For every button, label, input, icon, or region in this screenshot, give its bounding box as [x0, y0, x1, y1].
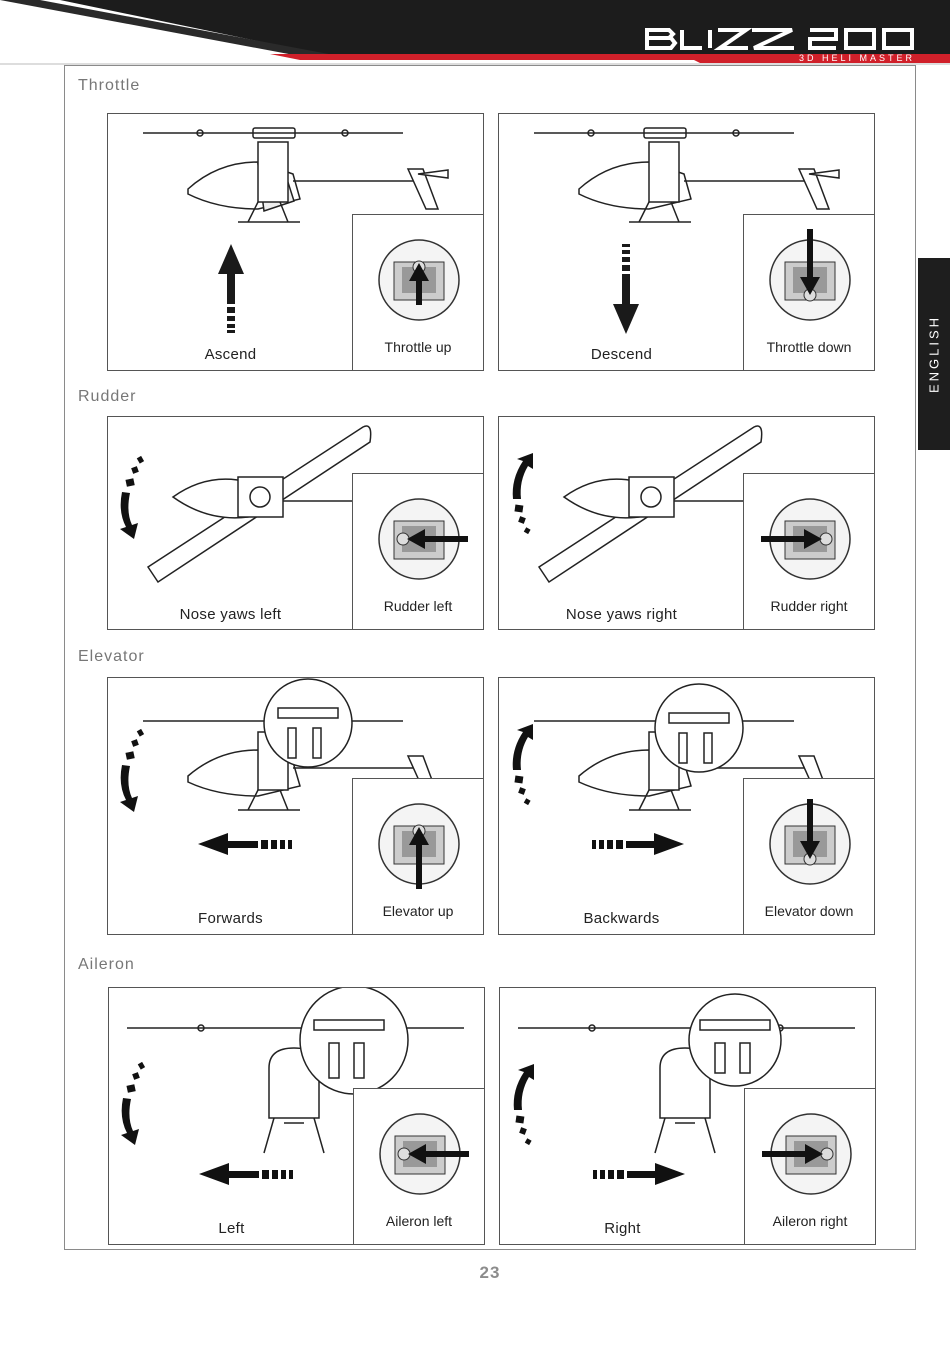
stick-inset: Elevator up — [352, 778, 483, 934]
maneuver-label: Ascend — [204, 346, 257, 363]
page-header: 3D HELI MASTER — [0, 0, 950, 66]
maneuver-label: Nose yaws right — [565, 606, 678, 623]
section-title-rudder: Rudder — [78, 388, 137, 405]
transmitter-stick-icon — [378, 239, 460, 321]
section-title-throttle: Throttle — [78, 77, 141, 94]
stick-inset: Rudder right — [743, 473, 874, 629]
stick-label: Rudder right — [770, 598, 848, 614]
arrow-up-icon — [218, 244, 244, 333]
aileron-left-panel: Left Aileron left — [108, 987, 485, 1245]
maneuver-label: Left — [218, 1220, 245, 1237]
brand-logo — [645, 28, 914, 50]
heli-side-view — [534, 127, 840, 223]
page-number: 23 — [479, 1263, 501, 1282]
rotate-left-arrow-icon — [120, 455, 145, 539]
language-tab: ENGLISH — [918, 258, 950, 450]
stick-label: Throttle down — [766, 339, 852, 355]
arrow-left-icon — [120, 728, 292, 855]
elevator-backwards-panel: Backwards Elevator down — [498, 677, 875, 935]
section-title-aileron: Aileron — [78, 956, 135, 973]
maneuver-label: Nose yaws left — [179, 606, 282, 623]
stick-label: Elevator down — [764, 903, 854, 919]
header-banner: 3D HELI MASTER — [0, 0, 950, 65]
stick-inset: Elevator down — [743, 778, 874, 934]
stick-inset: Throttle up — [352, 214, 483, 370]
arrow-left-icon — [121, 1061, 293, 1185]
stick-label: Throttle up — [384, 339, 452, 355]
arrow-right-icon — [513, 1064, 685, 1185]
throttle-ascend-panel: Ascend Throttle up — [107, 113, 484, 371]
transmitter-stick-icon — [378, 803, 460, 889]
maneuver-label: Right — [604, 1220, 641, 1237]
transmitter-stick-icon — [762, 1113, 852, 1195]
aileron-right-panel: Right Aileron right — [499, 987, 876, 1245]
arrow-down-icon — [613, 244, 639, 334]
stick-inset: Throttle down — [743, 214, 874, 370]
brand-tagline: 3D HELI MASTER — [799, 53, 915, 63]
content-frame — [64, 65, 916, 1250]
heli-side-view — [143, 127, 449, 223]
rudder-left-panel: Nose yaws left Rudder left — [107, 416, 484, 630]
transmitter-stick-icon — [761, 498, 851, 580]
section-title-elevator: Elevator — [78, 648, 145, 665]
stick-inset: Rudder left — [352, 473, 483, 629]
heli-top-view — [146, 425, 372, 584]
arrow-right-icon — [512, 724, 684, 855]
transmitter-stick-icon — [769, 229, 851, 321]
stick-label: Elevator up — [382, 903, 454, 919]
stick-label: Aileron right — [772, 1213, 848, 1229]
language-tab-label: ENGLISH — [926, 314, 942, 394]
heli-side-view — [143, 678, 440, 811]
heli-front-view — [127, 988, 464, 1154]
stick-inset: Aileron right — [744, 1088, 875, 1244]
elevator-forwards-panel: Forwards Elevator up — [107, 677, 484, 935]
heli-top-view — [537, 425, 763, 584]
transmitter-stick-icon — [379, 1113, 469, 1195]
maneuver-label: Backwards — [583, 910, 660, 927]
throttle-descend-panel: Descend Throttle down — [498, 113, 875, 371]
rudder-right-panel: Nose yaws right Rudder right — [498, 416, 875, 630]
rotate-right-arrow-icon — [512, 453, 533, 535]
stick-label: Rudder left — [383, 598, 453, 614]
transmitter-stick-icon — [378, 498, 468, 580]
stick-inset: Aileron left — [353, 1088, 484, 1244]
maneuver-label: Forwards — [198, 910, 263, 927]
maneuver-label: Descend — [590, 346, 653, 363]
transmitter-stick-icon — [769, 799, 851, 885]
heli-side-view — [534, 683, 831, 811]
heli-front-view — [518, 993, 855, 1154]
stick-label: Aileron left — [385, 1213, 453, 1229]
